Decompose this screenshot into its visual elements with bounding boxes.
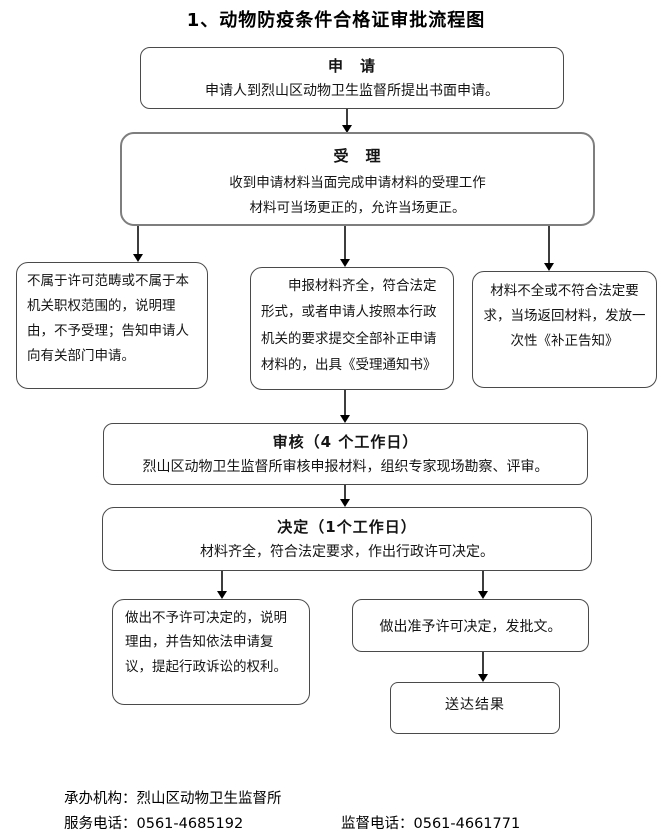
node-accept: 受 理 收到申请材料当面完成申请材料的受理工作 材料可当场更正的，允许当场更正。 [120,132,595,226]
node-accept-notice-body: 申报材料齐全，符合法定形式，或者申请人按照本行政机关的要求提交全部补正申请材料的… [261,278,437,373]
arrow-review-to-decision [344,485,346,500]
arrow-accept-to-notice [344,226,346,260]
footer-agency: 承办机构：烈山区动物卫生监督所 [64,791,282,807]
node-apply-heading: 申 请 [327,57,376,75]
arrow-notice-to-review [344,390,346,416]
node-accept-heading: 受 理 [333,147,382,165]
page-title: 1、动物防疫条件合格证审批流程图 [186,10,486,31]
arrow-approve-to-deliver [482,652,484,675]
node-not-accepted: 不属于许可范畴或不属于本机关职权范围的，说明理由，不予受理；告知申请人向有关部门… [16,262,208,389]
footer-supervision-phone: 监督电话：0561-4661771 [341,816,521,832]
node-decision: 决定（1个工作日） 材料齐全，符合法定要求，作出行政许可决定。 [102,507,592,571]
node-accept-line1: 收到申请材料当面完成申请材料的受理工作 [229,175,486,191]
node-review-body: 烈山区动物卫生监督所审核申报材料，组织专家现场勘察、评审。 [142,459,549,475]
node-deliver-body: 送达结果 [445,697,505,713]
node-not-accepted-body: 不属于许可范畴或不属于本机关职权范围的，说明理由，不予受理；告知申请人向有关部门… [27,273,189,364]
node-incomplete: 材料不全或不符合法定要求，当场返回材料，发放一次性《补正告知》 [472,271,657,388]
arrow-accept-to-incomplete [548,226,550,264]
arrow-accept-to-not-accepted [137,226,139,255]
node-accept-line2: 材料可当场更正的，允许当场更正。 [249,200,466,216]
arrow-apply-to-accept [346,109,348,126]
node-review: 审核（4 个工作日） 烈山区动物卫生监督所审核申报材料，组织专家现场勘察、评审。 [103,423,588,485]
node-deny-body: 做出不予许可决定的，说明理由，并告知依法申请复议，提起行政诉讼的权利。 [125,610,287,675]
node-approve: 做出准予许可决定，发批文。 [352,599,589,652]
arrow-decision-to-deny [221,571,223,592]
node-incomplete-body: 材料不全或不符合法定要求，当场返回材料，发放一次性《补正告知》 [483,283,646,349]
arrow-decision-to-approve [482,571,484,592]
node-deny: 做出不予许可决定的，说明理由，并告知依法申请复议，提起行政诉讼的权利。 [112,599,310,705]
footer-service-phone: 服务电话：0561-4685192 [64,816,244,832]
node-accept-notice: 申报材料齐全，符合法定形式，或者申请人按照本行政机关的要求提交全部补正申请材料的… [250,267,454,390]
node-apply-body: 申请人到烈山区动物卫生监督所提出书面申请。 [205,83,499,99]
node-decision-body: 材料齐全，符合法定要求，作出行政许可决定。 [200,544,494,560]
node-approve-body: 做出准予许可决定，发批文。 [379,618,562,635]
node-apply: 申 请 申请人到烈山区动物卫生监督所提出书面申请。 [140,47,564,109]
node-decision-heading: 决定（1个工作日） [277,518,417,536]
node-review-heading: 审核（4 个工作日） [272,433,419,451]
node-deliver: 送达结果 [390,682,560,734]
